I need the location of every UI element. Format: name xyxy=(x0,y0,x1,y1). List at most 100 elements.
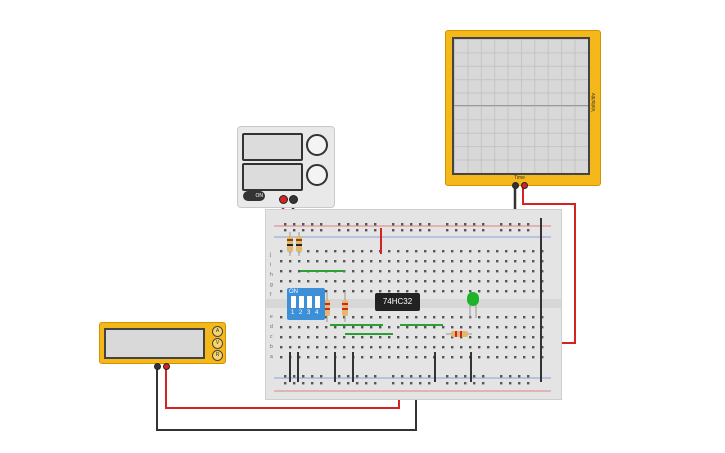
dip-switch-1[interactable] xyxy=(291,296,296,308)
psu-negative-terminal[interactable] xyxy=(289,195,298,204)
power-supply[interactable]: ON xyxy=(237,126,335,208)
psu-power-button[interactable]: ON xyxy=(243,191,265,201)
breadboard-hole xyxy=(280,270,283,273)
rail-hole xyxy=(527,375,530,378)
multimeter-mode-v[interactable]: V xyxy=(212,338,223,349)
dip-num-4: 4 xyxy=(315,310,319,316)
rail-hole xyxy=(356,229,359,232)
dip-switch[interactable]: ON 1 2 3 4 xyxy=(287,288,325,320)
breadboard-hole xyxy=(451,346,454,349)
row-letter-i: i xyxy=(270,262,272,268)
breadboard-hole xyxy=(469,270,472,273)
ic-74hc32[interactable]: 74HC32 xyxy=(375,293,420,311)
rail-hole xyxy=(293,229,296,232)
breadboard-hole xyxy=(514,280,517,283)
breadboard-hole xyxy=(541,346,544,349)
breadboard-hole xyxy=(541,290,544,293)
breadboard-hole xyxy=(397,250,400,253)
psu-current-knob[interactable] xyxy=(306,164,328,186)
breadboard-hole xyxy=(460,336,463,339)
breadboard-hole xyxy=(352,316,355,319)
breadboard-hole xyxy=(316,326,319,329)
breadboard-hole xyxy=(406,326,409,329)
resistor-top-2 xyxy=(296,232,302,256)
breadboard-hole xyxy=(496,280,499,283)
breadboard-hole xyxy=(541,316,544,319)
breadboard-hole xyxy=(343,336,346,339)
breadboard-hole xyxy=(505,346,508,349)
psu-voltage-knob[interactable] xyxy=(306,134,328,156)
scope-negative-terminal[interactable] xyxy=(512,182,519,189)
breadboard-hole xyxy=(406,346,409,349)
breadboard-hole xyxy=(523,280,526,283)
multimeter-com-terminal[interactable] xyxy=(154,363,161,370)
breadboard-hole xyxy=(352,270,355,273)
breadboard-hole xyxy=(370,326,373,329)
rail-hole xyxy=(374,223,377,226)
breadboard-hole xyxy=(442,346,445,349)
rail-hole xyxy=(473,382,476,385)
breadboard-hole xyxy=(415,290,418,293)
rail-hole xyxy=(338,229,341,232)
breadboard-hole xyxy=(424,316,427,319)
scope-positive-terminal[interactable] xyxy=(521,182,528,189)
rail-hole xyxy=(428,375,431,378)
rail-hole xyxy=(518,375,521,378)
rail-hole xyxy=(293,382,296,385)
scope-horizontal-axis xyxy=(454,105,588,106)
breadboard-hole xyxy=(523,316,526,319)
scope-time-label: Time xyxy=(514,175,525,181)
breadboard-hole xyxy=(334,336,337,339)
breadboard-hole xyxy=(361,290,364,293)
rail-hole xyxy=(284,223,287,226)
rail-hole xyxy=(419,223,422,226)
rail-hole xyxy=(419,382,422,385)
breadboard-hole xyxy=(343,326,346,329)
breadboard-hole xyxy=(361,270,364,273)
rail-hole xyxy=(401,382,404,385)
multimeter[interactable]: A V R xyxy=(99,322,226,370)
breadboard-hole xyxy=(415,356,418,359)
rail-hole xyxy=(419,375,422,378)
oscilloscope-screen xyxy=(452,37,590,175)
row-letter-g: g xyxy=(270,282,273,288)
breadboard-hole xyxy=(379,270,382,273)
dip-switch-3[interactable] xyxy=(307,296,312,308)
multimeter-display xyxy=(104,328,205,359)
breadboard-hole xyxy=(460,250,463,253)
breadboard-hole xyxy=(451,326,454,329)
oscilloscope[interactable]: Volts/div Time xyxy=(445,30,601,189)
rail-hole xyxy=(356,375,359,378)
dip-switch-4[interactable] xyxy=(315,296,320,308)
rail-hole xyxy=(527,229,530,232)
row-letter-b: b xyxy=(270,344,273,350)
breadboard-hole xyxy=(460,316,463,319)
breadboard-hole xyxy=(397,290,400,293)
breadboard-hole xyxy=(415,260,418,263)
breadboard-hole xyxy=(496,250,499,253)
breadboard-hole xyxy=(415,316,418,319)
breadboard-hole xyxy=(415,250,418,253)
rail-hole xyxy=(446,375,449,378)
breadboard-hole xyxy=(460,356,463,359)
dip-switch-2[interactable] xyxy=(299,296,304,308)
breadboard-hole xyxy=(352,336,355,339)
breadboard-hole xyxy=(379,346,382,349)
breadboard-hole xyxy=(325,326,328,329)
breadboard-hole xyxy=(460,260,463,263)
breadboard-hole xyxy=(352,250,355,253)
rail-hole xyxy=(320,229,323,232)
breadboard-hole xyxy=(424,326,427,329)
breadboard-hole xyxy=(424,336,427,339)
breadboard-hole xyxy=(460,346,463,349)
breadboard-hole xyxy=(478,326,481,329)
multimeter-mode-a[interactable]: A xyxy=(212,326,223,337)
multimeter-mode-r[interactable]: R xyxy=(212,350,223,361)
psu-positive-terminal[interactable] xyxy=(279,195,288,204)
breadboard-hole xyxy=(433,270,436,273)
breadboard-hole xyxy=(307,346,310,349)
breadboard-hole xyxy=(316,336,319,339)
breadboard-hole xyxy=(361,316,364,319)
multimeter-positive-terminal[interactable] xyxy=(163,363,170,370)
